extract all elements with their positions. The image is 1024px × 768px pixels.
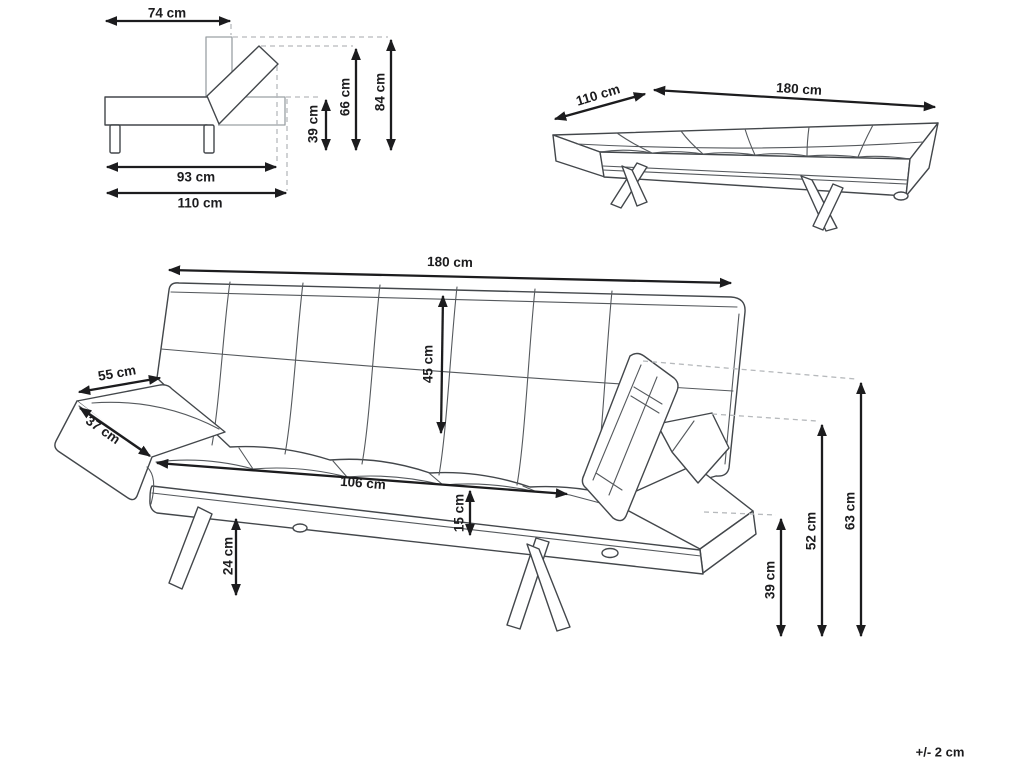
dim-main-seat-height: 39 cm — [763, 517, 786, 638]
dim-label: 84 cm — [373, 73, 388, 111]
side-view: 74 cm 39 cm 66 cm 84 cm 93 cm 110 cm — [104, 6, 396, 211]
dim-side-overall-height: 84 cm — [373, 38, 396, 152]
dim-side-seat-height: 39 cm — [306, 98, 331, 152]
side-seat — [104, 96, 208, 126]
dim-main-backrest-height: 63 cm — [843, 381, 866, 638]
dim-main-backrest-panel-height: 45 cm — [421, 294, 448, 435]
dim-main-armrest-length: 55 cm — [77, 362, 162, 395]
dim-label: 106 cm — [340, 474, 387, 492]
main-foot — [601, 547, 619, 559]
main-pillow-crease — [671, 420, 695, 453]
dim-label: 45 cm — [421, 345, 436, 383]
dim-side-base-depth: 93 cm — [105, 162, 278, 185]
dim-main-clearance-height: 24 cm — [221, 517, 241, 597]
dim-label: 66 cm — [338, 78, 353, 116]
dim-arrow — [436, 294, 448, 435]
dim-label: 63 cm — [843, 492, 858, 530]
dim-main-seat-width: 106 cm — [155, 458, 569, 499]
dim-arrow — [167, 265, 733, 288]
bed-rail-lines — [602, 165, 908, 185]
dim-side-top-width: 74 cm — [104, 6, 232, 26]
dim-label: 39 cm — [306, 105, 321, 143]
dim-main-armrest-height: 52 cm — [804, 423, 827, 638]
dim-label: 180 cm — [427, 254, 473, 270]
bed-view: 110 cm 180 cm — [552, 80, 939, 232]
main-backrest-piping — [170, 291, 738, 308]
main-right-armrest-seams — [592, 364, 663, 496]
dim-label: 74 cm — [148, 6, 186, 21]
dim-main-frame-height: 15 cm — [452, 489, 475, 537]
main-pillow — [656, 412, 730, 484]
dim-bed-length: 180 cm — [652, 80, 937, 112]
dim-label: 39 cm — [763, 561, 778, 599]
main-left-armrest-seam — [91, 401, 220, 430]
main-leg-right-b — [526, 543, 571, 632]
tolerance-note: +/- 2 cm — [916, 745, 965, 760]
bed-foot — [893, 191, 909, 201]
side-leg-back — [203, 124, 215, 154]
dim-label: 15 cm — [452, 494, 467, 532]
main-foot — [292, 523, 308, 533]
main-right-armrest — [581, 352, 679, 522]
dim-arrow — [77, 375, 162, 395]
main-left-bracket — [146, 466, 155, 505]
bed-leg — [812, 183, 844, 231]
dim-arrow — [652, 85, 937, 112]
side-view-dimensions: 74 cm 39 cm 66 cm 84 cm 93 cm 110 cm — [104, 6, 396, 211]
dim-side-overall-depth: 110 cm — [105, 188, 288, 211]
bed-view-dimensions: 110 cm 180 cm — [553, 80, 937, 121]
dim-main-overall-width: 180 cm — [167, 254, 733, 288]
dim-label: 110 cm — [177, 196, 222, 211]
dim-label: 55 cm — [97, 362, 137, 383]
main-view: 180 cm 55 cm 37 cm 45 cm 106 cm 15 cm — [54, 254, 866, 638]
main-backrest-right-piping — [724, 313, 740, 465]
projection-line — [703, 511, 777, 516]
side-leg-front — [109, 124, 121, 154]
bed-tufting-seams — [616, 124, 874, 158]
dim-arrow — [78, 407, 152, 457]
dim-bed-depth: 110 cm — [553, 81, 647, 121]
dim-label: 52 cm — [804, 512, 819, 550]
dim-label: 24 cm — [221, 537, 236, 575]
side-backrest-slab — [206, 45, 279, 125]
main-leg-front-left — [168, 506, 213, 590]
dim-label: 110 cm — [574, 81, 621, 109]
dim-label: 180 cm — [776, 80, 823, 98]
main-view-drawing — [54, 281, 757, 632]
bed-mid-seam — [576, 141, 924, 149]
main-backrest-seams — [211, 281, 613, 496]
main-view-projection-lines — [642, 360, 857, 516]
bed-leg — [621, 165, 648, 207]
bed-front-edge-puffs — [599, 149, 911, 160]
bed-mattress-front — [599, 151, 911, 197]
main-front-rail — [149, 485, 704, 575]
bed-view-drawing — [552, 122, 939, 232]
main-front-rail-line — [151, 492, 702, 557]
dim-arrow — [553, 92, 647, 121]
dim-side-backrest-height: 66 cm — [338, 47, 361, 152]
side-view-sofa-drawing — [104, 36, 286, 154]
side-view-projection-lines — [230, 24, 388, 191]
dim-label: 93 cm — [177, 170, 215, 185]
dim-arrow — [155, 458, 569, 499]
